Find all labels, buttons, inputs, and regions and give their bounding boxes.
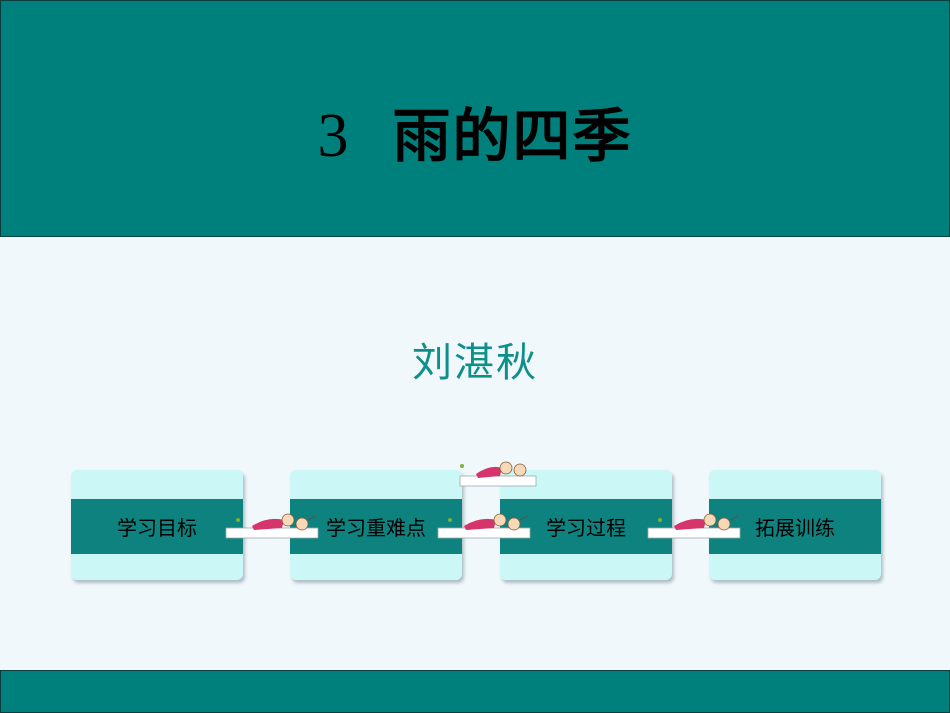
nav-card-label: 学习目标 bbox=[117, 516, 197, 540]
lesson-title: 雨的四季 bbox=[392, 102, 633, 170]
header-band bbox=[0, 0, 950, 237]
card-strip bbox=[709, 499, 881, 554]
nav-card-study-process[interactable]: 学习过程 bbox=[500, 470, 672, 580]
card-strip bbox=[290, 499, 462, 554]
kids-illustration-icon bbox=[459, 461, 537, 487]
kids-illustration-icon bbox=[647, 513, 741, 539]
lesson-number: 3 bbox=[317, 102, 349, 170]
nav-card-key-points[interactable]: 学习重难点 bbox=[290, 470, 462, 580]
kids-illustration-icon bbox=[437, 513, 531, 539]
author-name: 刘湛秋 bbox=[412, 340, 538, 386]
card-strip bbox=[500, 499, 672, 554]
nav-card-label: 学习重难点 bbox=[326, 516, 426, 540]
card-strip bbox=[71, 499, 243, 554]
footer-band bbox=[0, 670, 950, 713]
kids-illustration-icon bbox=[225, 513, 319, 539]
nav-card-label: 拓展训练 bbox=[755, 516, 835, 540]
slide-title: 3 雨的四季 bbox=[0, 96, 950, 176]
nav-card-extended-training[interactable]: 拓展训练 bbox=[709, 470, 881, 580]
nav-card-label: 学习过程 bbox=[546, 516, 626, 540]
nav-card-study-goals[interactable]: 学习目标 bbox=[71, 470, 243, 580]
